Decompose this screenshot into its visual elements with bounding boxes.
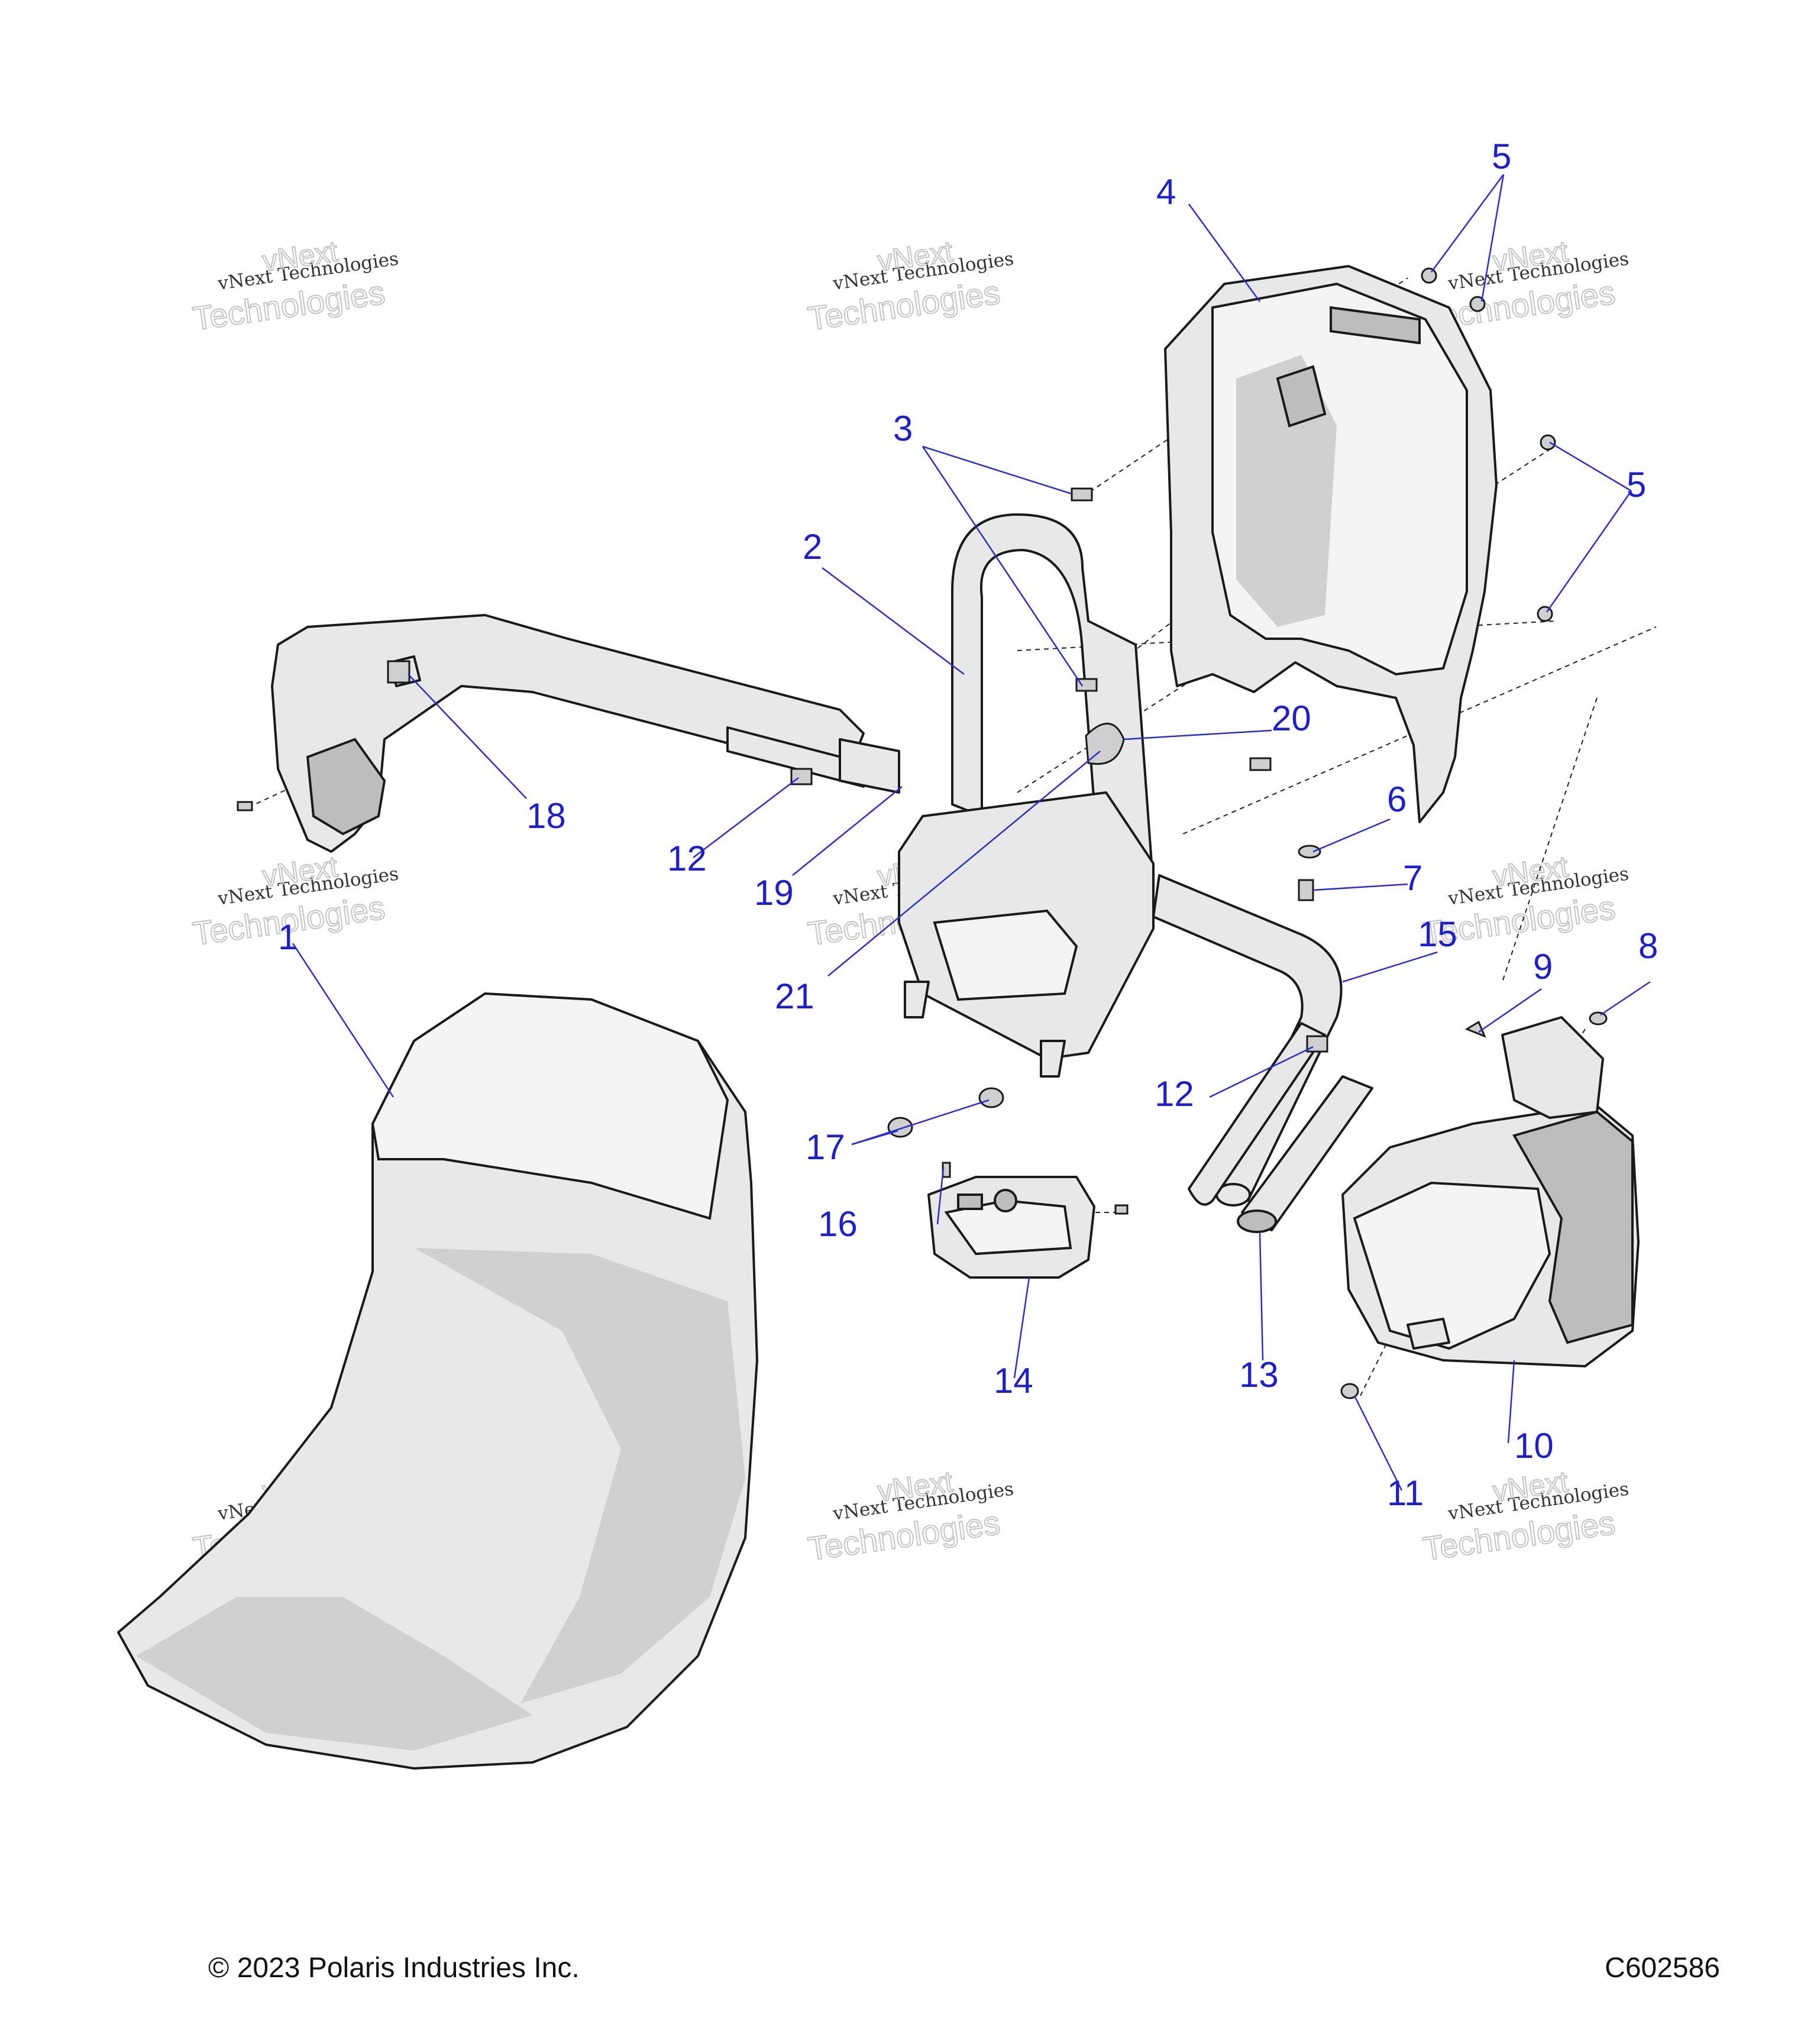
push-rivet-icon: [1421, 267, 1437, 284]
push-rivet-icon: [1469, 296, 1486, 312]
callout-15: 15: [1418, 914, 1457, 954]
bolt-icon: [1249, 757, 1272, 771]
screw-icon: [237, 801, 253, 811]
screw-icon: [1340, 1383, 1359, 1399]
callout-18: 18: [526, 796, 566, 836]
screw-icon: [1114, 1204, 1129, 1215]
callout-4: 4: [1156, 172, 1176, 212]
nut-icon: [1306, 1035, 1328, 1053]
callout-1: 1: [278, 917, 298, 957]
bolt-icon: [1071, 487, 1093, 502]
callout-16: 16: [818, 1204, 858, 1244]
leader-lines: [292, 174, 1651, 1491]
callout-21: 21: [775, 976, 814, 1016]
washer-icon: [1298, 845, 1321, 859]
watermark: vNext Technologies vNext Technologies: [805, 234, 1015, 338]
callout-6: 6: [1387, 780, 1407, 819]
screw-icon: [1589, 1011, 1608, 1026]
lanyard-icon: [1085, 723, 1125, 765]
push-rivet-icon: [1537, 606, 1553, 622]
callout-17: 17: [806, 1127, 845, 1167]
right-cover-part: [1341, 1016, 1640, 1367]
nut-icon: [790, 768, 813, 785]
clip-icon: [1464, 1020, 1486, 1038]
drawing-number: C602586: [1605, 1952, 1720, 1984]
seat-part: [117, 992, 758, 1770]
callout-12: 12: [1155, 1074, 1194, 1114]
bumper-icon: [887, 1117, 913, 1138]
backrest-hoop-part: [898, 513, 1155, 1078]
callout-11: 11: [1387, 1473, 1424, 1513]
main-bar-part: [839, 738, 1343, 1207]
callout-9: 9: [1533, 947, 1553, 987]
back-panel-part: [1164, 265, 1498, 823]
callout-8: 8: [1638, 926, 1658, 966]
callout-7: 7: [1403, 858, 1422, 898]
callout-3: 3: [893, 409, 913, 448]
callout-19: 19: [754, 873, 794, 913]
callout-13: 13: [1239, 1355, 1279, 1395]
watermark: vNext Technologies vNext Technologies: [805, 1464, 1015, 1568]
callout-2: 2: [803, 527, 822, 567]
push-rivet-icon: [1540, 434, 1556, 451]
callout-5: 5: [1627, 465, 1646, 504]
callout-20: 20: [1272, 698, 1311, 738]
bolt-icon: [1075, 678, 1098, 692]
watermark: vNext Technologies vNext Technologies: [1420, 1464, 1630, 1568]
bumper-icon: [978, 1087, 1004, 1108]
callout-14: 14: [994, 1361, 1033, 1401]
tubes-part: [1188, 1022, 1373, 1233]
pin-icon: [1298, 879, 1314, 901]
left-handle-part: [271, 614, 865, 853]
bumper-icon: [387, 660, 410, 684]
watermark: vNext Technologies vNext Technologies: [190, 234, 400, 338]
callout-5: 5: [1492, 137, 1511, 176]
callout-10: 10: [1514, 1426, 1554, 1466]
latch-part: [927, 1176, 1095, 1279]
callouts: 1 2 3 4 5 5 6 7 8 9 10 11 12 12 13 14 15…: [278, 137, 1658, 1513]
hardware: [237, 267, 1608, 1399]
callout-12: 12: [667, 839, 707, 878]
copyright-notice: © 2023 Polaris Industries Inc.: [208, 1952, 580, 1984]
